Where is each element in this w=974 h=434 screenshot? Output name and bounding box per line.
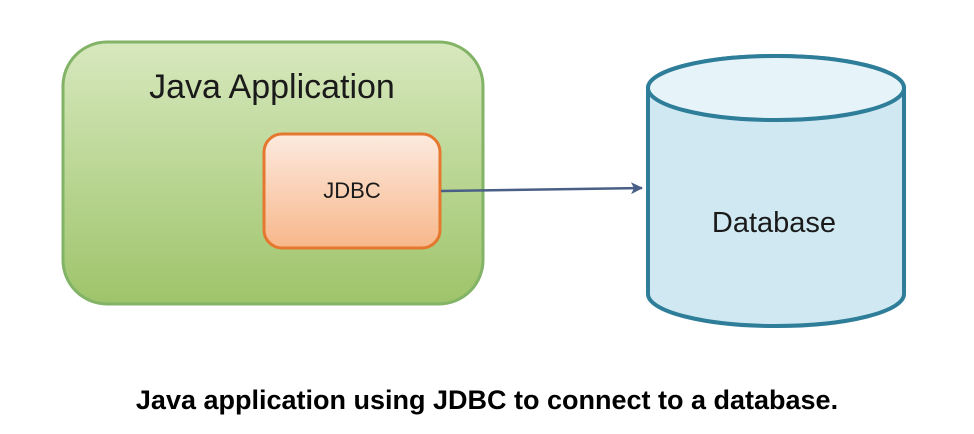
jdbc-label: JDBC <box>323 178 381 203</box>
database-label: Database <box>712 207 836 239</box>
jdbc-box <box>262 132 442 250</box>
jdbc-node: JDBC <box>262 132 442 250</box>
database-node: Database <box>646 54 906 328</box>
database-cylinder-top <box>646 54 906 122</box>
java-application-label: Java Application <box>149 68 395 106</box>
figure-caption: Java application using JDBC to connect t… <box>135 385 839 415</box>
jdbc-to-database-arrow <box>440 182 643 195</box>
